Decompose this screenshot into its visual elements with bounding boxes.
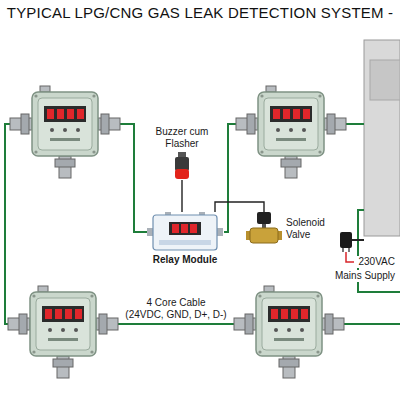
buzzer-icon [174,152,190,180]
cable-label: 4 Core Cable [147,297,206,309]
node-label: Buzzer cum Flasher [150,126,214,150]
solenoid-valve-icon [246,212,282,246]
cable-wire [346,123,364,125]
plug-pin [348,248,350,252]
signal-wire [215,202,264,212]
plug-pin [342,248,344,252]
cable-wire [344,323,400,325]
icon-holder [174,152,190,180]
gas-detector [8,286,118,378]
plug-cord [352,239,364,241]
diagram-title: TYPICAL LPG/CNG GAS LEAK DETECTION SYSTE… [7,4,393,21]
cable-label: (24VDC, GND, D+, D-) [125,309,226,321]
supply-label: Mains Supply [334,270,396,282]
cable-wire [120,124,147,232]
node-label: Relay Module [153,254,217,266]
mains-wire [346,252,354,262]
signal-wire [181,180,182,212]
icon-holder [246,212,282,246]
cable-wire [224,124,236,232]
mains-plug [340,232,352,248]
relay-module-icon [147,212,223,252]
cable-wire [5,124,10,324]
supply-label: 230VAC [357,256,396,268]
gas-detector [10,86,120,178]
buzzer-box: Buzzer cum Flasher [150,126,214,180]
solenoid-valve-box: Solenoid Valve [246,212,336,246]
node-label: Solenoid Valve [286,217,336,241]
control-panel [364,40,400,236]
relay-module-box: Relay Module [147,212,223,266]
icon-holder [147,212,223,252]
cable-wire [118,323,234,325]
gas-detector [234,286,344,378]
gas-detector [236,86,346,178]
panel-door [370,60,400,100]
